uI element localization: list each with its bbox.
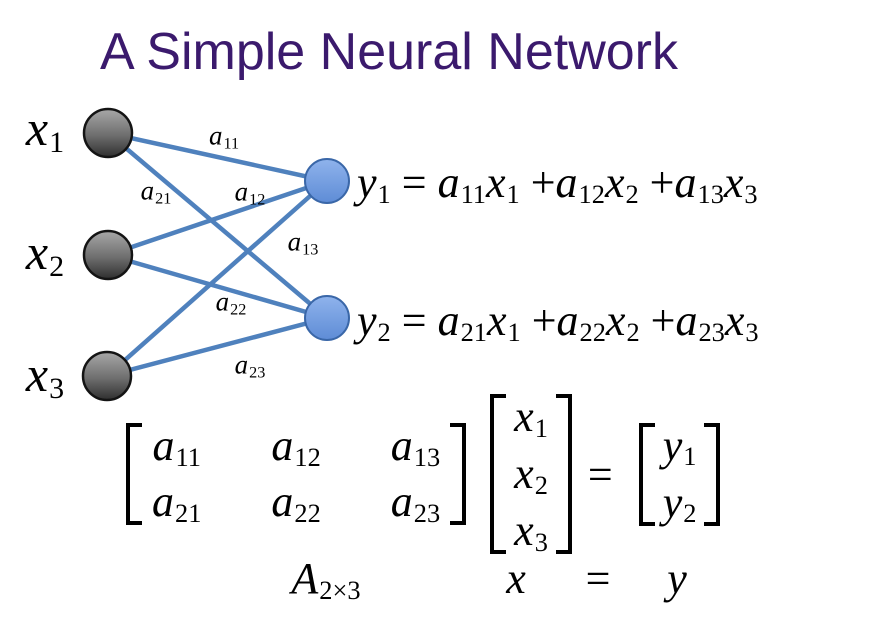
matrix-cell-a22: a22 <box>271 477 321 528</box>
edges-group <box>105 130 329 379</box>
left-bracket <box>126 423 142 525</box>
edge-label-a13: a13 <box>287 226 319 259</box>
edge-label-a21: a21 <box>140 175 172 208</box>
left-bracket <box>638 422 655 526</box>
edge-label-a11: a11 <box>208 120 240 153</box>
edge-x3-y2 <box>106 315 328 379</box>
equation-y1: y1 = a11x1 +a12x2 +a13x3 <box>357 158 758 209</box>
edge-x2-y1 <box>107 178 328 258</box>
left-bracket <box>490 394 507 554</box>
caption-y: y <box>667 554 687 603</box>
nodes-group <box>81 107 350 402</box>
vector-y-entry-2: y2 <box>662 477 697 529</box>
matrix-A: a11 a12 a13 a21 a22 a23 <box>126 421 467 528</box>
input-label-x2: x2 <box>25 224 65 283</box>
caption-x: x <box>506 554 526 603</box>
vector-x: x1 x2 x3 <box>490 392 572 556</box>
matrix-cell-a13: a13 <box>390 421 441 472</box>
edge-x3-y1 <box>105 179 329 378</box>
caption-matrix-A: A2×3 <box>291 554 361 605</box>
node-y1 <box>304 158 350 204</box>
caption-equals-sign: = <box>585 554 611 603</box>
matrix-cell-a11: a11 <box>152 421 201 472</box>
edge-label-a12: a12 <box>234 176 266 209</box>
vector-x-entry-2: x2 <box>514 449 548 500</box>
edge-x1-y1 <box>107 130 328 184</box>
matrix-equals-sign: = <box>587 449 613 499</box>
equation-y2: y2 = a21x1 +a22x2 +a23x3 <box>357 296 759 347</box>
matrix-cell-a12: a12 <box>271 421 321 472</box>
edge-label-a23: a23 <box>234 349 266 382</box>
node-x2 <box>82 229 134 281</box>
input-label-x1: x1 <box>25 100 65 159</box>
matrix-cell-a23: a23 <box>390 477 441 528</box>
edge-label-a22: a22 <box>215 286 247 319</box>
matrix-equation: a11 a12 a13 a21 a22 a23 x1 x2 x3 = y1 <box>126 392 721 556</box>
node-y2 <box>304 295 350 341</box>
vector-x-entry-1: x1 <box>514 392 548 443</box>
vector-y: y1 y2 <box>638 420 721 529</box>
right-bracket <box>555 394 572 554</box>
right-bracket <box>450 423 467 525</box>
page-title: A Simple Neural Network <box>100 23 678 81</box>
input-label-x3: x3 <box>25 346 65 405</box>
vector-y-entry-1: y1 <box>662 420 697 472</box>
edge-x1-y2 <box>106 131 329 320</box>
node-x1 <box>82 107 134 159</box>
right-bracket <box>704 422 721 526</box>
node-x3 <box>81 350 133 402</box>
vector-x-entry-3: x3 <box>514 506 548 557</box>
matrix-cell-a21: a21 <box>152 477 202 528</box>
edge-x2-y2 <box>107 252 328 321</box>
